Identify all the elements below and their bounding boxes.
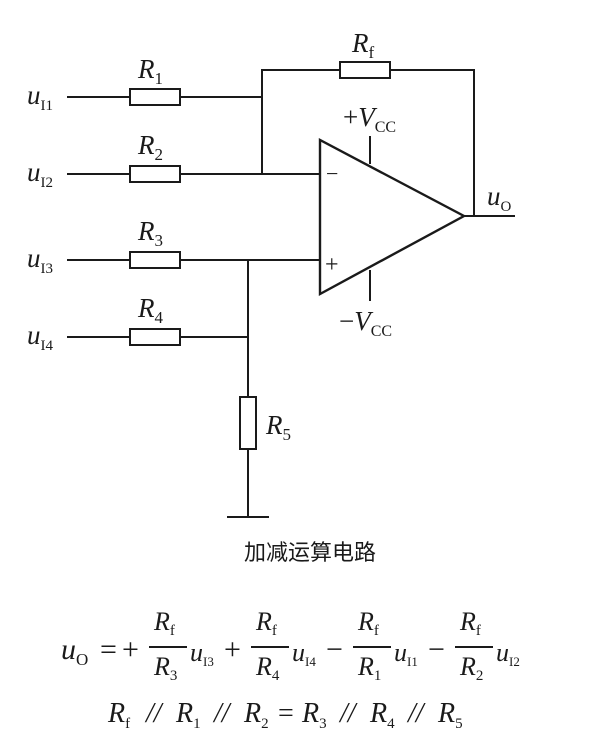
formula1-term-numerator: Rf: [153, 607, 175, 639]
circuit-wires: [67, 69, 515, 518]
label-r2: R2: [137, 130, 163, 164]
formula1-term-denominator: R3: [153, 652, 177, 684]
label-vcc-positive: +VCC: [343, 102, 396, 136]
formula1-term-variable: uI4: [292, 638, 316, 669]
resistor-r2: [129, 165, 181, 183]
resistor-rf: [339, 61, 391, 79]
formula1-lhs: uO: [61, 633, 88, 669]
label-vcc-negative: −VCC: [339, 306, 392, 340]
formula1-term-denominator: R2: [459, 652, 483, 684]
label-ui2: uI2: [27, 157, 53, 191]
label-ui4: uI4: [27, 320, 53, 354]
formula1-term-sign: −: [326, 633, 343, 666]
formula-resistor-balance: Rf // R1 // R2 =R3 // R4 // R5: [107, 698, 463, 732]
formula1-term-numerator: Rf: [459, 607, 481, 639]
label-r1: R1: [137, 54, 163, 88]
formula1-term-numerator: Rf: [357, 607, 379, 639]
formula1-equals: =: [100, 633, 117, 666]
formula1-term-denominator: R1: [357, 652, 381, 684]
resistor-r1: [129, 88, 181, 106]
formula2-resistor: R5: [437, 698, 463, 732]
formula2-operator: //: [406, 698, 426, 729]
formula1-term-numerator: Rf: [255, 607, 277, 639]
label-r5: R5: [265, 410, 291, 444]
formula1-term-denominator: R4: [255, 652, 280, 684]
formula1-term-variable: uI3: [190, 638, 214, 669]
formula2-operator: //: [338, 698, 358, 729]
resistor-r4: [129, 328, 181, 346]
resistors: [129, 61, 391, 450]
label-ui1: uI1: [27, 80, 53, 114]
resistor-r5: [239, 396, 257, 450]
formula2-equals: =: [278, 698, 294, 729]
formula2-resistor: R1: [175, 698, 201, 732]
opamp-triangle: [318, 138, 467, 297]
formula2-operator: //: [212, 698, 232, 729]
formula1-term-variable: uI1: [394, 638, 418, 669]
resistor-r3: [129, 251, 181, 269]
label-rf: Rf: [351, 28, 375, 62]
label-r4: R4: [137, 293, 164, 327]
opamp-inverting-sign: −: [326, 161, 338, 186]
label-r3: R3: [137, 216, 163, 250]
formula1-term-sign: +: [122, 633, 139, 666]
formula1-term-variable: uI2: [496, 638, 520, 669]
formula2-resistor: Rf: [107, 698, 130, 732]
formula2-operator: //: [144, 698, 164, 729]
formula1-term-sign: +: [224, 633, 241, 666]
formula1-term-sign: −: [428, 633, 445, 666]
diagram-caption: 加减运算电路: [244, 541, 376, 566]
label-output: uO: [487, 181, 512, 215]
formula2-resistor: R4: [369, 698, 395, 732]
label-ui3: uI3: [27, 243, 53, 277]
formula2-resistor: R2: [243, 698, 269, 732]
formula2-resistor: R3: [301, 698, 327, 732]
opamp-noninverting-sign: +: [325, 252, 339, 278]
